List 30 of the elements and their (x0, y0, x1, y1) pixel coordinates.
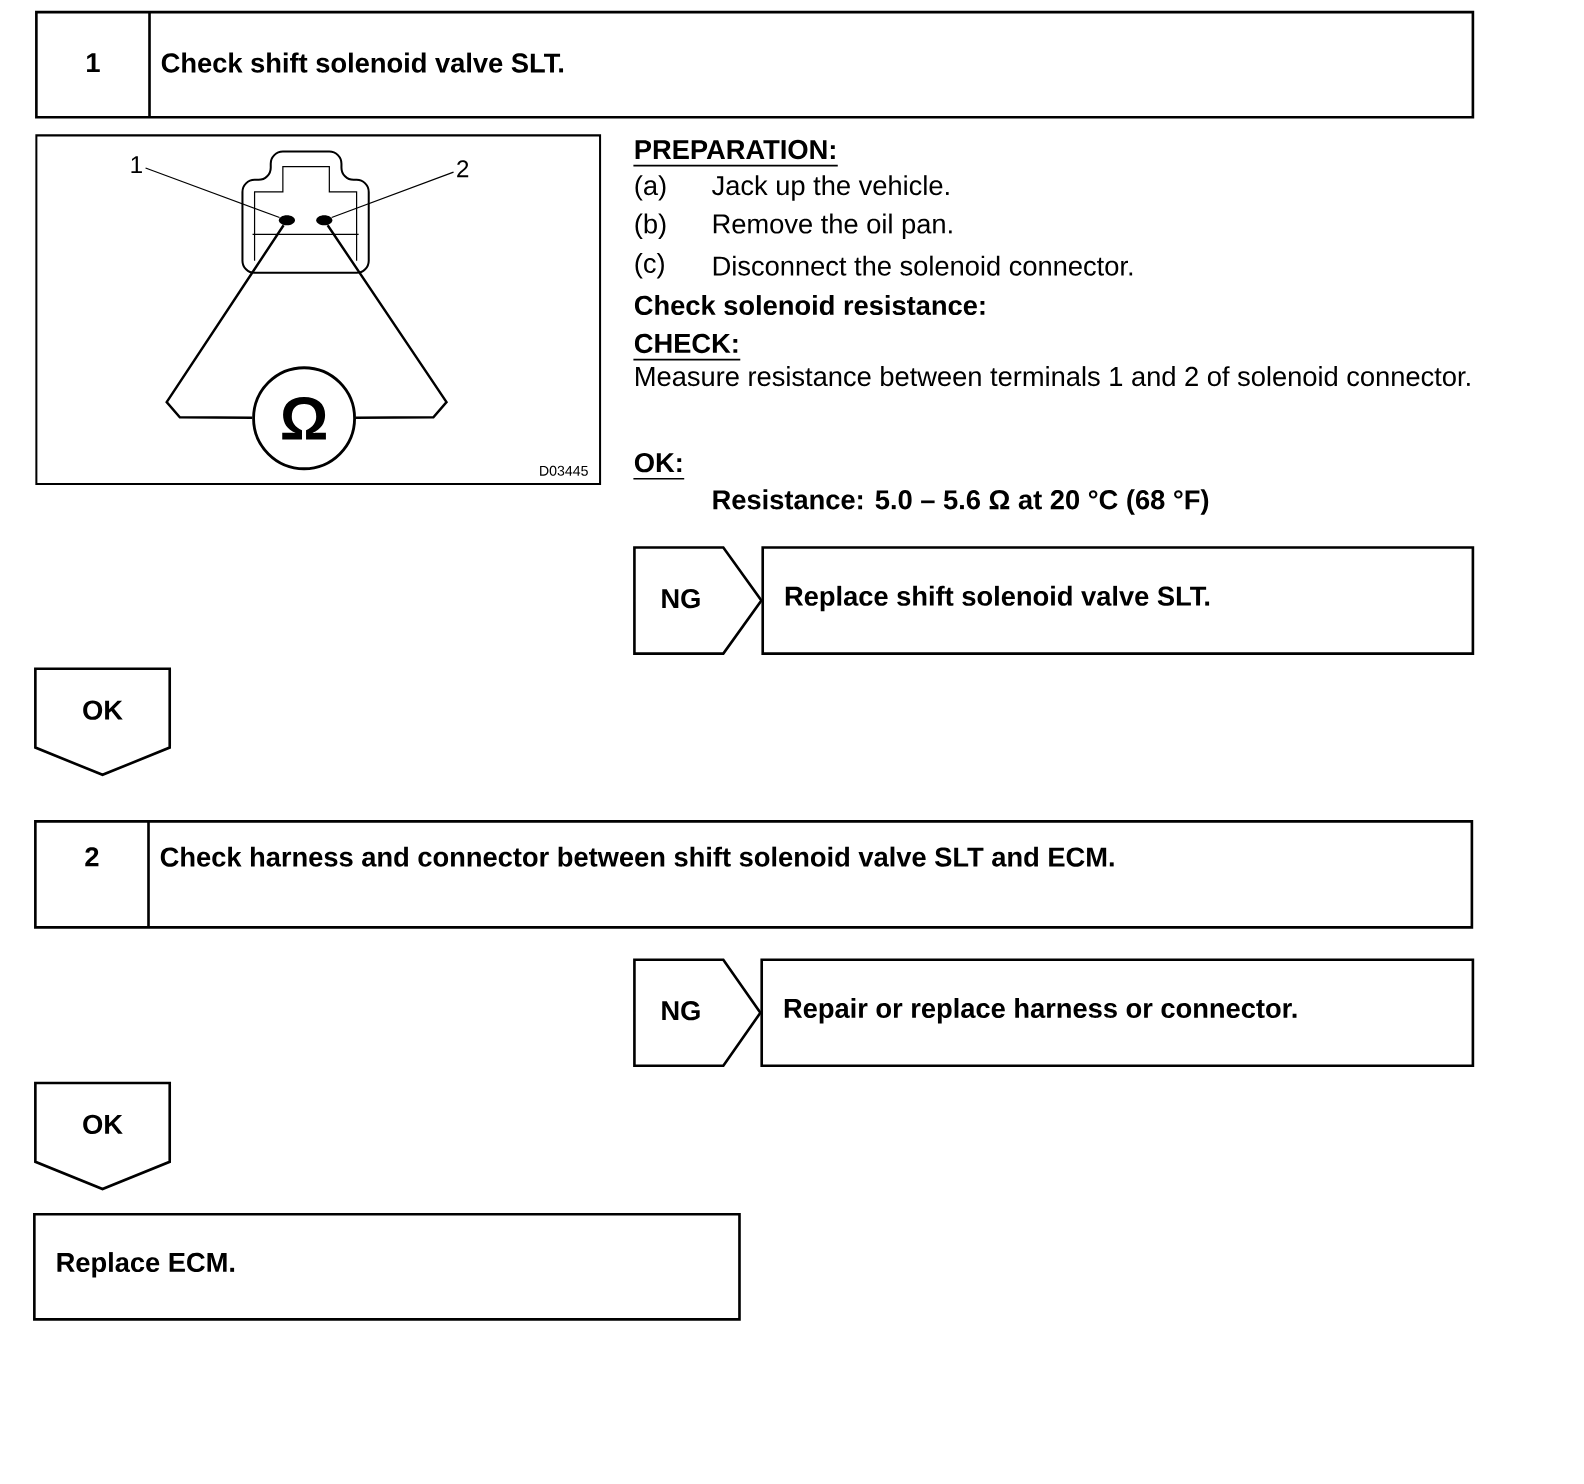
section-heading: OK: (634, 453, 682, 473)
section-heading: CHECK: (634, 333, 738, 354)
instruction-text: Check solenoid resistance: (634, 295, 985, 316)
instruction-text: (c) (635, 253, 664, 279)
step-box: 1 Check shift solenoid valve SLT. (35, 10, 1475, 119)
terminal (316, 215, 333, 226)
leader-line (144, 167, 281, 219)
instruction-text: (b) (635, 213, 666, 239)
edge-label: NG (658, 586, 704, 611)
callout-number: 1 (131, 156, 142, 173)
instruction-text: (a) (635, 175, 666, 201)
wire (165, 224, 285, 420)
action-box: Replace shift solenoid valve SLT. (761, 546, 1475, 655)
leader-line (331, 171, 455, 219)
edge-label: NG (658, 999, 704, 1023)
instruction-text: Measure resistance between terminals 1 and 2 of solenoid connector. (636, 366, 1470, 387)
ng-arrow (633, 546, 763, 655)
callout-number: 2 (457, 160, 469, 178)
instruction-text: Disconnect the solenoid connector. (713, 255, 1133, 276)
ng-arrow (633, 958, 762, 1068)
wire (326, 224, 449, 420)
action-box: Repair or replace harness or connector. (760, 958, 1475, 1068)
action-box: Replace ECM. (33, 1212, 741, 1321)
instruction-text: Remove the oil pan. (713, 213, 952, 239)
instruction-text: Resistance: 5.0 – 5.6 Ω at 20 °C (68 °F) (713, 489, 1209, 515)
step-box: 2 Check harness and connector between shift solenoid valve SLT and ECM. (34, 820, 1474, 929)
ohmmeter: Ω (252, 366, 356, 471)
terminal (278, 215, 295, 226)
figure-code: D03445 (540, 465, 588, 476)
instruction-text: Jack up the vehicle. (712, 175, 949, 201)
